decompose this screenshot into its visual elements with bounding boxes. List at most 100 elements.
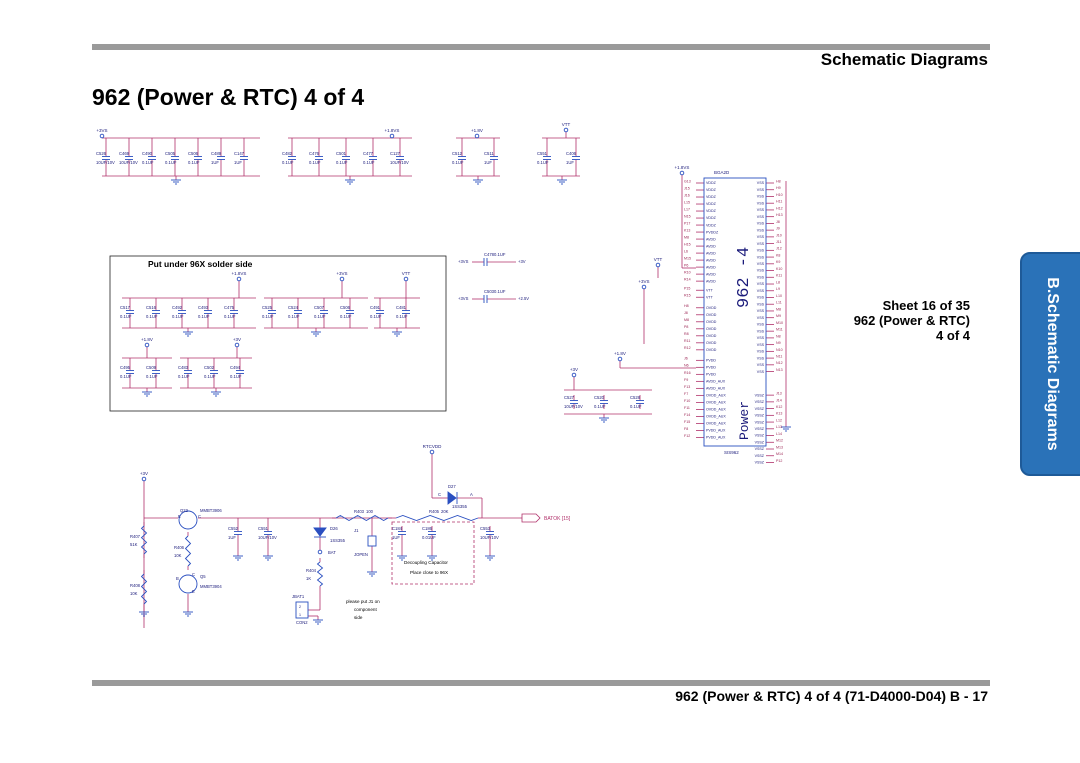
capacitor-ref: C491 — [370, 305, 381, 310]
ic-pin-name: VSSZ — [755, 447, 765, 451]
resistor-ref: R408 — [130, 583, 141, 588]
ic-pin-name: VSS — [757, 289, 765, 293]
placement-note: please put J1 on — [346, 599, 380, 604]
power-rail-label: +3VS — [638, 279, 649, 284]
ic-pin-name: OVDD_AUX — [706, 422, 726, 426]
capacitor-ref: C551 — [258, 526, 269, 531]
resistor-value: 100 — [366, 509, 374, 514]
capacitor-ref: C482 — [282, 151, 293, 156]
ic-ball-label: M8 — [684, 235, 689, 239]
power-rail-label: +3V — [518, 259, 526, 264]
connector-jbat1-icon — [295, 601, 309, 619]
ic-ball-label: P12 — [776, 459, 782, 463]
power-rail-label: +1.8VS — [385, 128, 400, 133]
capacitor-ref: C475 — [224, 305, 235, 310]
power-rail-icon — [99, 133, 105, 139]
ic-ball-label: K13 — [684, 228, 690, 232]
capacitor-ref: C469 — [119, 151, 130, 156]
ic-ball-label: K9 — [776, 260, 780, 264]
power-rail-label: +3VS — [458, 296, 469, 301]
ic-pin-name: PVDDZ — [706, 230, 719, 234]
capacitor-ref: C551 — [537, 151, 548, 156]
ic-pin-name: OVDD_AUX — [706, 394, 726, 398]
power-rail-label: +3V — [570, 367, 578, 372]
power-rail-icon — [234, 342, 240, 348]
ic-pin-name: VSS — [757, 208, 765, 212]
capacitor-value: 0.1UF — [396, 314, 408, 319]
ic-ball-label: R10 — [684, 271, 691, 275]
ic-unit-label: 962 -4 — [735, 247, 754, 308]
ic-ball-label: H8 — [684, 304, 689, 308]
ic-pin-name: VSSZ — [755, 440, 765, 444]
ic-ball-label: M10 — [776, 321, 783, 325]
ic-ball-label: J10 — [776, 233, 782, 237]
resistor-icon — [316, 561, 324, 587]
ic-unit-sublabel: Power — [737, 401, 752, 440]
capacitor-ref: C526 — [96, 151, 107, 156]
capacitor-ref: C501 — [336, 151, 347, 156]
ic-pin-name: VDDZ — [706, 216, 717, 220]
ic-pin-name: VDDZ — [706, 188, 717, 192]
transistor-ref: Q22 — [180, 508, 189, 513]
ic-ball-label: G13 — [684, 179, 691, 183]
ic-ball-label: F8 — [684, 427, 688, 431]
ic-ball-label: J12 — [776, 247, 782, 251]
capacitor-value: 0.1UF — [340, 314, 352, 319]
capacitor-ref: C516 — [146, 305, 157, 310]
power-rail-icon — [617, 356, 623, 362]
capacitor-value: 0.1UF — [120, 374, 132, 379]
resistor-ref: R403 — [354, 509, 365, 514]
ic-pin-name: VSSZ — [755, 400, 765, 404]
ic-ball-label: L15 — [684, 200, 690, 204]
power-rail-icon — [474, 133, 480, 139]
ic-pin-name: VDDZ — [706, 181, 717, 185]
ic-ball-label: K12 — [776, 405, 782, 409]
ic-ball-label: R15 — [684, 294, 691, 298]
capacitor-ref: C517 — [120, 305, 131, 310]
ic-ball-label: L11 — [776, 301, 782, 305]
ic-pin-name: VSS — [757, 269, 765, 273]
ic-pin-name: OVDD — [706, 348, 717, 352]
ic-ball-label: N15 — [684, 214, 691, 218]
ic-ball-label: F11 — [684, 406, 690, 410]
ic-ball-label: R14 — [684, 278, 691, 282]
capacitor-value: 0.1UF — [188, 160, 200, 165]
power-rail-label: RTCVDD — [423, 444, 442, 449]
ic-pin-name: VSS — [757, 255, 765, 259]
jumper-j1-icon — [367, 535, 377, 547]
ic-ball-label: J8 — [776, 220, 780, 224]
resistor-value: 10K — [174, 553, 182, 558]
ic-pin-name: AVDD — [706, 237, 716, 241]
ic-pin-name: VSS — [757, 201, 765, 205]
ic-ball-label: L8 — [776, 280, 780, 284]
resistor-ref: R407 — [130, 534, 141, 539]
section-title: Schematic Diagrams — [820, 50, 988, 69]
ic-ball-label: M9 — [776, 314, 781, 318]
ic-pin-name: VSSZ — [755, 461, 765, 465]
ic-pin-name: VSS — [757, 316, 765, 320]
ic-ball-label: P6 — [684, 264, 688, 268]
ic-ball-label: R8 — [684, 332, 689, 336]
ic-pin-name: VSS — [757, 329, 765, 333]
ic-ball-label: L13 — [776, 425, 782, 429]
ic-pin-name: VDDZ — [706, 223, 717, 227]
ic-pin-name: VTT — [706, 288, 714, 292]
ic-ball-label: F12 — [684, 434, 690, 438]
ic-ball-label: N11 — [776, 354, 782, 358]
decoupling-box — [391, 521, 475, 585]
side-tab[interactable]: B.Schematic Diagrams — [1020, 252, 1080, 476]
power-rail-icon — [571, 372, 577, 378]
ic-pin-name: VSSZ — [755, 414, 765, 418]
transistor-pin: E — [178, 514, 181, 519]
capacitor-ref: C553 — [480, 526, 491, 531]
capacitor-value: 0.1UF — [230, 374, 242, 379]
diode-part: 1SS355 — [330, 538, 346, 543]
net-label: BAT — [328, 550, 336, 555]
power-rail-icon — [403, 276, 409, 282]
capacitor-value: 0.1UF — [363, 160, 375, 165]
capacitor-value: 0.1UF — [262, 314, 274, 319]
capacitor-ref: C406 — [566, 151, 577, 156]
ic-ball-label: H11 — [776, 200, 782, 204]
ic-ball-label: M13 — [776, 445, 783, 449]
ic-pin-name: OVDD — [706, 320, 717, 324]
